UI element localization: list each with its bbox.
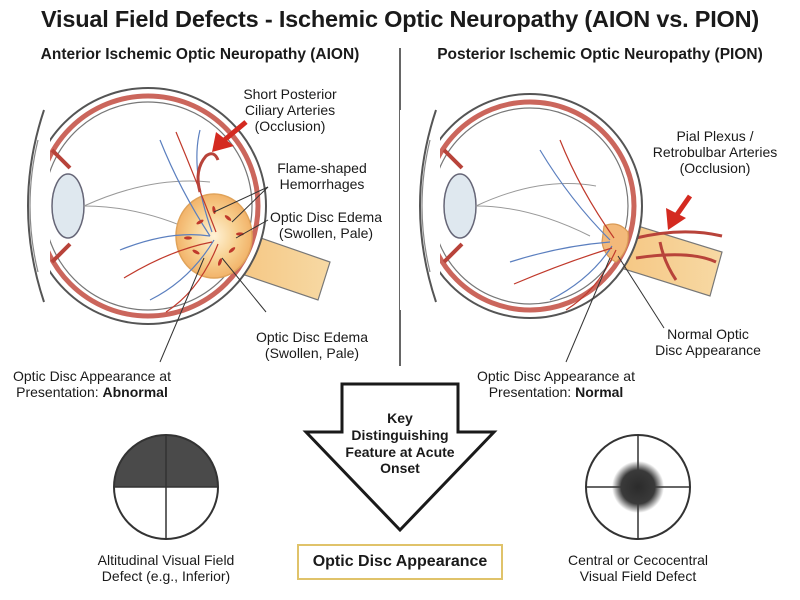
pion-eye-illustration — [400, 93, 723, 363]
central-field-diagram — [585, 434, 691, 540]
aion-edema-upper-label: Optic Disc Edema (Swollen, Pale) — [269, 209, 383, 242]
aion-occlusion-arrow — [212, 120, 248, 152]
aion-panel-title: Anterior Ischemic Optic Neuropathy (AION… — [40, 46, 360, 63]
central-scotoma — [612, 461, 664, 513]
result-label: Optic Disc Appearance — [312, 553, 488, 570]
page-title: Visual Field Defects - Ischemic Optic Ne… — [40, 6, 760, 32]
key-feature-text: Key Distinguishing Feature at Acute Onse… — [345, 410, 455, 477]
pion-panel-title: Posterior Ischemic Optic Neuropathy (PIO… — [437, 46, 763, 63]
aion-eye-illustration — [10, 87, 331, 363]
aion-lens — [51, 173, 85, 239]
aion-presentation-label: Optic Disc Appearance at Presentation: A… — [13, 368, 171, 401]
pion-occlusion-arrow — [666, 194, 693, 230]
pion-arteries-label: Pial Plexus / Retrobulbar Arteries (Occl… — [652, 128, 778, 177]
pion-lens — [443, 173, 477, 239]
pion-normal-disc-label: Normal Optic Disc Appearance — [655, 326, 761, 359]
aion-arteries-label: Short Posterior Ciliary Arteries (Occlus… — [243, 86, 337, 135]
optic-disc-appearance-box: Optic Disc Appearance — [297, 544, 503, 580]
altitudinal-field-diagram — [113, 434, 219, 540]
pion-field-label: Central or Cecocentral Visual Field Defe… — [567, 552, 709, 585]
key-feature-arrow — [302, 382, 498, 533]
aion-field-label: Altitudinal Visual Field Defect (e.g., I… — [97, 552, 235, 585]
pion-presentation-label: Optic Disc Appearance at Presentation: N… — [477, 368, 635, 401]
pion-normal-disc — [601, 223, 629, 263]
aion-edema-lower-label: Optic Disc Edema (Swollen, Pale) — [255, 329, 369, 362]
aion-hemorrhages-label: Flame-shaped Hemorrhages — [277, 160, 367, 193]
